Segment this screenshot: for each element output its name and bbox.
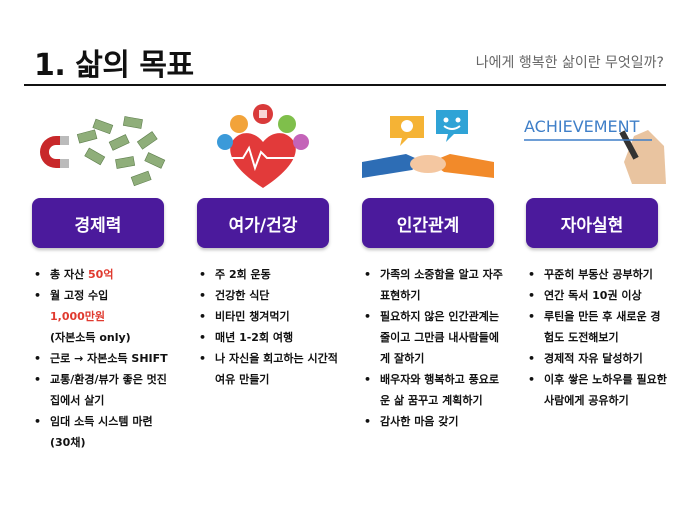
achievement-word: ACHIEVEMENT [524,117,640,136]
handshake-idea-icon [362,110,494,178]
category-label-economy: 경제력 [32,198,164,248]
economy-goal-list: 총 자산 50억 월 고정 수입 1,000만원 (자본소득 only) 근로 … [20,264,176,453]
achievement-hand-icon: ACHIEVEMENT [524,117,666,184]
list-item: 나 자신을 회고하는 시간적 여유 만들기 [199,348,341,390]
list-item: 근로 → 자본소득 SHIFT [34,348,176,369]
list-item: 비타민 챙겨먹기 [199,306,341,327]
title-divider [24,84,666,86]
page-title: 1. 삶의 목표 [34,48,194,83]
page-subtitle: 나에게 행복한 삶이란 무엇일까? [475,55,664,71]
magnet-money-illustration [20,96,176,192]
relationships-goal-list: 가족의 소중함을 알고 자주 표현하기 필요하지 않은 인간관계는 줄이고 그만… [350,264,506,432]
list-item: 꾸준히 부동산 공부하기 [528,264,670,285]
health-illustration [185,96,341,192]
self-realization-goal-list: 꾸준히 부동산 공부하기 연간 독서 10권 이상 루틴을 만든 후 새로운 경… [514,264,670,411]
list-item: 임대 소득 시스템 마련 (30채) [34,411,176,453]
list-item: 매년 1-2회 여행 [199,327,341,348]
list-item: 필요하지 않은 인간관계는 줄이고 그만큼 내사람들에게 잘하기 [364,306,506,369]
list-item: 감사한 마음 갖기 [364,411,506,432]
category-label-relationships: 인간관계 [362,198,494,248]
list-item: 가족의 소중함을 알고 자주 표현하기 [364,264,506,306]
magnet-money-icon [40,116,166,187]
list-item: 배우자와 행복하고 풍요로운 삶 꿈꾸고 계획하기 [364,369,506,411]
list-item: 건강한 식단 [199,285,341,306]
column-relationships: 인간관계 가족의 소중함을 알고 자주 표현하기 필요하지 않은 인간관계는 줄… [350,96,506,432]
column-leisure-health: 여가/건강 주 2회 운동 건강한 식단 비타민 챙겨먹기 매년 1-2회 여행… [185,96,341,390]
list-item: 루틴을 만든 후 새로운 경험도 도전해보기 [528,306,670,348]
leisure-health-goal-list: 주 2회 운동 건강한 식단 비타민 챙겨먹기 매년 1-2회 여행 나 자신을… [185,264,341,390]
list-item: 경제적 자유 달성하기 [528,348,670,369]
column-economy: 경제력 총 자산 50억 월 고정 수입 1,000만원 (자본소득 only)… [20,96,176,453]
list-item: 주 2회 운동 [199,264,341,285]
category-label-self-realization: 자아실현 [526,198,658,248]
list-item: 연간 독서 10권 이상 [528,285,670,306]
list-item: 총 자산 50억 [34,264,176,285]
list-item: 월 고정 수입 1,000만원 (자본소득 only) [34,285,176,348]
list-item: 이후 쌓은 노하우를 필요한 사람에게 공유하기 [528,369,670,411]
list-item: 교통/환경/뷰가 좋은 멋진집에서 살기 [34,369,176,411]
category-label-leisure-health: 여가/건강 [197,198,329,248]
column-self-realization: ACHIEVEMENT 자아실현 꾸준히 부동산 공부하기 연간 독서 10권 … [514,96,670,411]
heart-health-icon [217,104,309,188]
handshake-illustration [350,96,506,192]
achievement-illustration: ACHIEVEMENT [514,96,670,192]
